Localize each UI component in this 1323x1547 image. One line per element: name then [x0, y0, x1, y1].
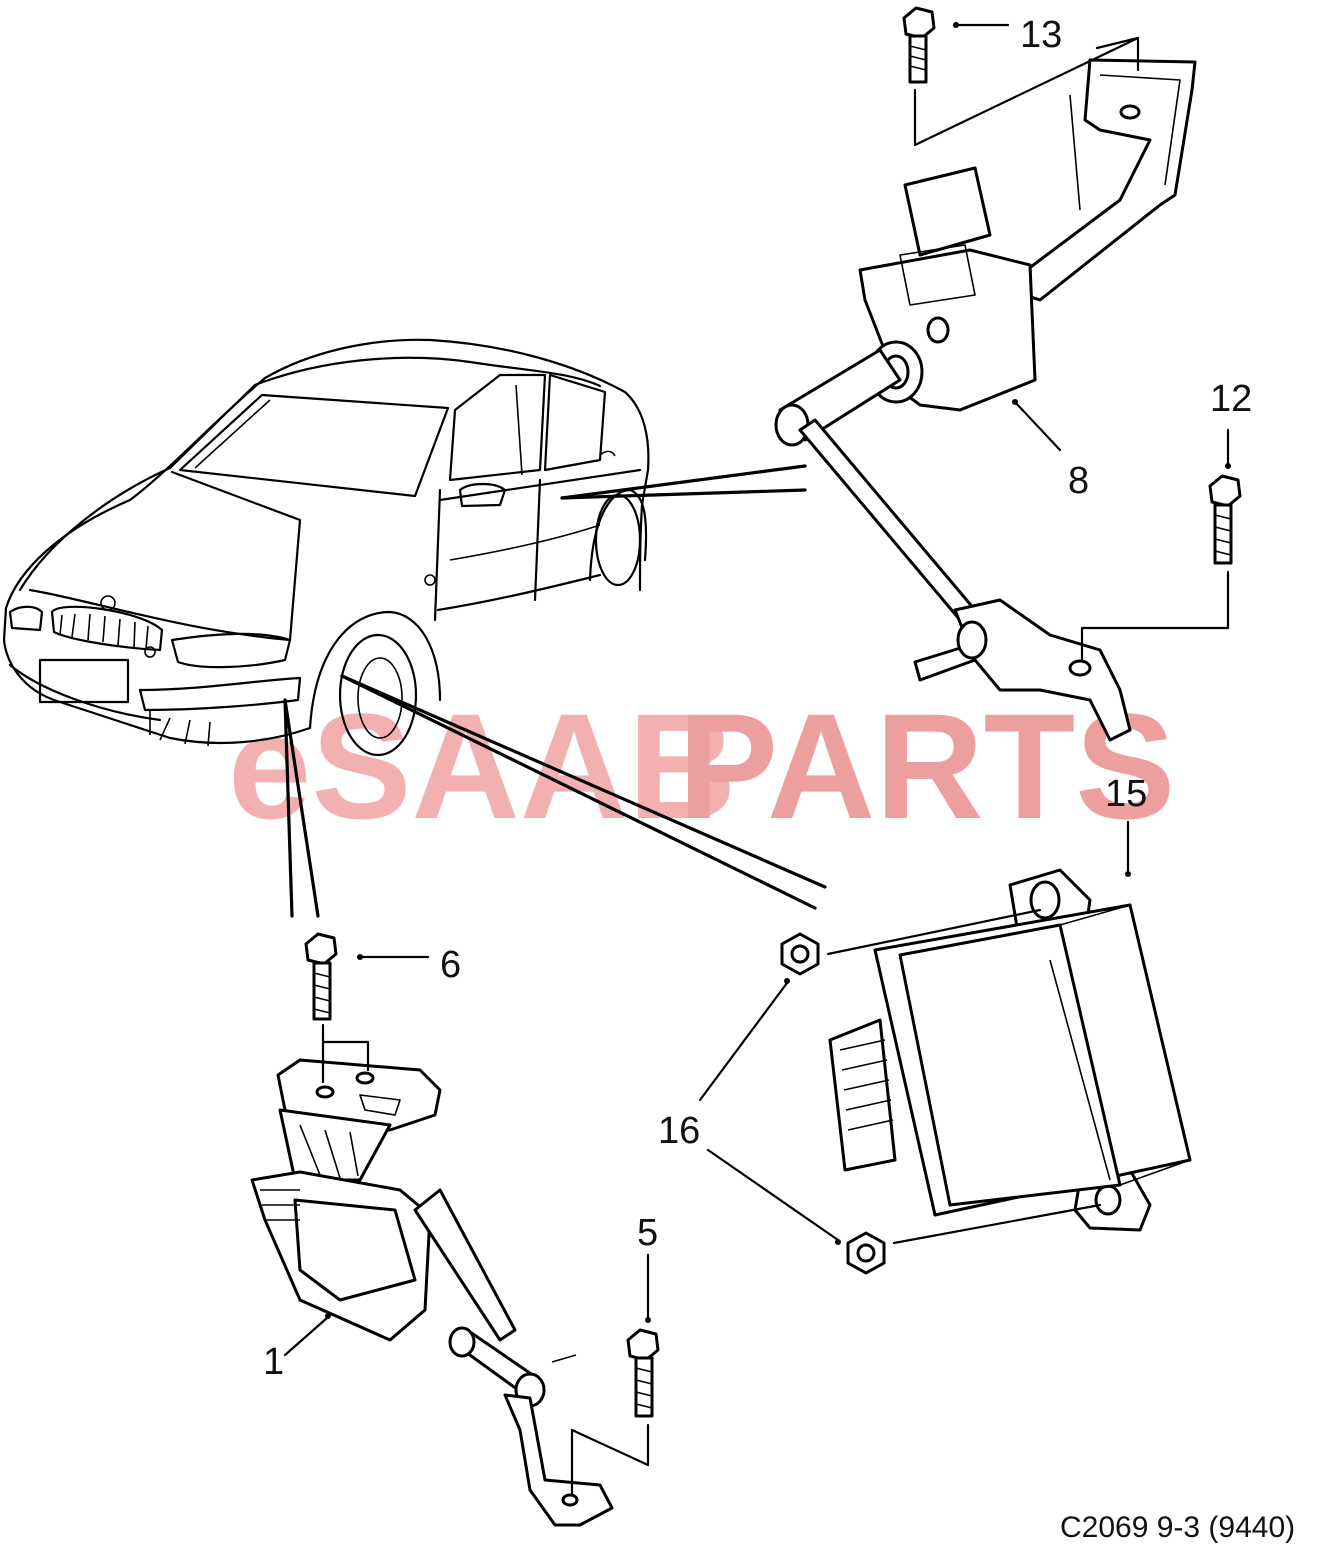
bolt-5 — [626, 1328, 660, 1418]
front-level-sensor — [250, 1058, 614, 1527]
leader-16 — [698, 908, 1102, 1245]
leader-dot-8 — [1012, 399, 1018, 405]
callout-13: 13 — [1020, 14, 1062, 56]
diagram-code: C2069 9-3 (9440) — [1060, 1511, 1295, 1544]
leader-8 — [1013, 400, 1062, 452]
watermark: eSAAB PARTS — [228, 682, 1175, 850]
rear-level-sensor — [774, 58, 1197, 742]
callout-12: 12 — [1210, 378, 1252, 420]
leader-13 — [913, 23, 1140, 147]
watermark-parts: PARTS — [678, 682, 1175, 850]
pointer-lines — [283, 464, 827, 918]
leader-dot-16a — [784, 978, 790, 984]
leader-dot-6 — [357, 954, 363, 960]
callout-8: 8 — [1068, 460, 1089, 502]
bolt-12 — [1208, 474, 1242, 565]
leader-1 — [283, 1316, 329, 1357]
leader-dot-16b — [835, 1239, 841, 1245]
car-illustration — [2, 338, 650, 757]
leader-dot-15 — [1125, 871, 1131, 877]
callout-15: 15 — [1105, 773, 1147, 815]
control-module — [828, 868, 1192, 1232]
leader-dot-12 — [1225, 463, 1231, 469]
callout-6: 6 — [440, 944, 461, 986]
bolt-13 — [902, 6, 936, 84]
nut-16-upper — [780, 932, 820, 976]
leader-dot-13 — [953, 22, 959, 28]
leader-dot-1 — [325, 1313, 331, 1319]
leader-6 — [321, 955, 430, 1084]
callout-5: 5 — [637, 1212, 658, 1254]
leader-12 — [1080, 428, 1230, 662]
leader-dot-5 — [645, 1317, 651, 1323]
callout-1: 1 — [263, 1341, 284, 1383]
bolt-6 — [304, 932, 338, 1021]
leader-5 — [570, 1253, 650, 1497]
callout-16: 16 — [658, 1110, 700, 1152]
nut-16-lower — [846, 1231, 886, 1275]
